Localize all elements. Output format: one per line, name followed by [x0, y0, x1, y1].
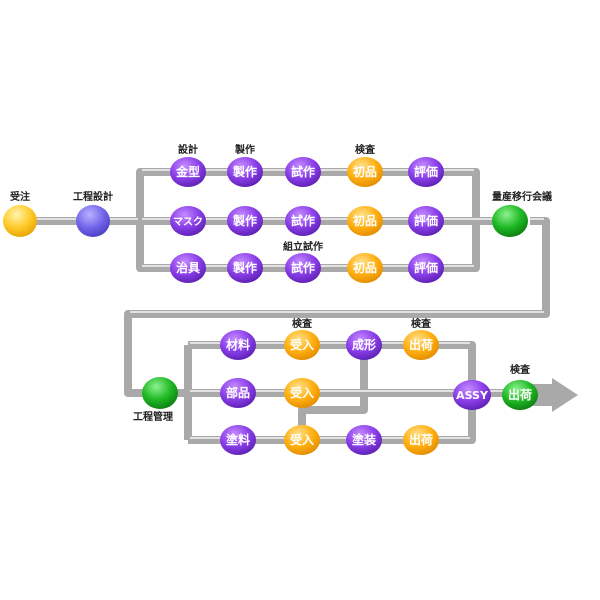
- node-mask-design-label: マスク: [173, 216, 203, 228]
- annotation-inspection-final: 検査: [510, 363, 531, 376]
- annotation-assembly-trial: 組立試作: [283, 240, 323, 253]
- node-paint-ship-label: 出荷: [409, 432, 433, 447]
- node-molding[interactable]: [346, 330, 382, 360]
- node-parts-label: 部品: [226, 385, 250, 400]
- node-mask-make[interactable]: [227, 206, 263, 236]
- bottom-row-parts: 部品 受入: [220, 378, 320, 408]
- top-row-mold: 金型 製作 試作 初品 評価: [170, 157, 444, 187]
- top-row-jig: 治具 製作 試作 初品 評価: [170, 253, 444, 283]
- node-material[interactable]: [220, 330, 256, 360]
- node-mask-trial-label: 試作: [291, 213, 315, 228]
- node-mold-design-label: 金型: [175, 164, 200, 179]
- node-jig-trial[interactable]: [285, 253, 321, 283]
- node-coating[interactable]: [346, 425, 382, 455]
- node-mask-make-label: 製作: [232, 213, 257, 228]
- node-mask-first[interactable]: [347, 206, 383, 236]
- node-mold-eval[interactable]: [408, 157, 444, 187]
- node-molding-label: 成形: [352, 337, 376, 352]
- process-design-node[interactable]: [76, 205, 110, 237]
- start-node[interactable]: [3, 205, 37, 237]
- process-design-label: 工程設計: [73, 190, 113, 203]
- final-ship-node[interactable]: [502, 380, 538, 410]
- annotation-design: 設計: [178, 143, 198, 156]
- annotation-inspection: 検査: [355, 143, 376, 156]
- node-mold-first[interactable]: [347, 157, 383, 187]
- node-mask-first-label: 初品: [353, 213, 377, 228]
- assy-node[interactable]: [453, 380, 491, 410]
- node-jig-design-label: 治具: [176, 260, 200, 275]
- node-coating-label: 塗装: [352, 432, 376, 447]
- node-mold-trial[interactable]: [285, 157, 321, 187]
- process-management-label: 工程管理: [133, 410, 173, 423]
- annotation-inspection-receive: 検査: [292, 317, 313, 330]
- top-row-mask: マスク 製作 試作 初品 評価: [170, 206, 444, 236]
- node-jig-make[interactable]: [227, 253, 263, 283]
- output-arrow: [532, 378, 578, 412]
- node-mold-first-label: 初品: [353, 164, 377, 179]
- node-mold-eval-label: 評価: [414, 164, 438, 179]
- node-material-ship-label: 出荷: [409, 337, 433, 352]
- node-paint-receive-label: 受入: [290, 432, 314, 447]
- node-paint[interactable]: [220, 425, 256, 455]
- node-mold-trial-label: 試作: [291, 164, 315, 179]
- start-label: 受注: [10, 190, 30, 203]
- bottom-row-material: 材料 受入 成形 出荷: [220, 330, 439, 360]
- node-material-receive[interactable]: [284, 330, 320, 360]
- assy-label: ASSY: [456, 389, 489, 402]
- node-mold-make[interactable]: [227, 157, 263, 187]
- mass-production-meeting-node[interactable]: [492, 205, 528, 237]
- node-jig-design[interactable]: [170, 253, 206, 283]
- node-jig-eval[interactable]: [408, 253, 444, 283]
- node-material-ship[interactable]: [403, 330, 439, 360]
- node-jig-first[interactable]: [347, 253, 383, 283]
- node-parts[interactable]: [220, 378, 256, 408]
- node-parts-receive-label: 受入: [290, 385, 314, 400]
- mass-production-meeting-label: 量産移行会議: [492, 190, 552, 203]
- node-material-label: 材料: [225, 337, 250, 352]
- node-mask-eval-label: 評価: [414, 213, 438, 228]
- bottom-row-paint: 塗料 受入 塗装 出荷: [220, 425, 439, 455]
- annotation-inspection-ship: 検査: [411, 317, 432, 330]
- node-jig-eval-label: 評価: [414, 260, 438, 275]
- node-jig-trial-label: 試作: [291, 260, 315, 275]
- node-paint-ship[interactable]: [403, 425, 439, 455]
- node-mask-trial[interactable]: [285, 206, 321, 236]
- node-paint-label: 塗料: [226, 432, 250, 447]
- node-parts-receive[interactable]: [284, 378, 320, 408]
- node-mold-make-label: 製作: [232, 164, 257, 179]
- node-mask-design[interactable]: [170, 206, 206, 236]
- final-ship-label: 出荷: [508, 387, 532, 402]
- node-paint-receive[interactable]: [284, 425, 320, 455]
- process-management-node[interactable]: [142, 377, 178, 409]
- node-jig-first-label: 初品: [353, 260, 377, 275]
- annotation-manufacture: 製作: [234, 143, 255, 156]
- node-material-receive-label: 受入: [290, 337, 314, 352]
- node-jig-make-label: 製作: [232, 260, 257, 275]
- node-mask-eval[interactable]: [408, 206, 444, 236]
- node-mold-design[interactable]: [170, 157, 206, 187]
